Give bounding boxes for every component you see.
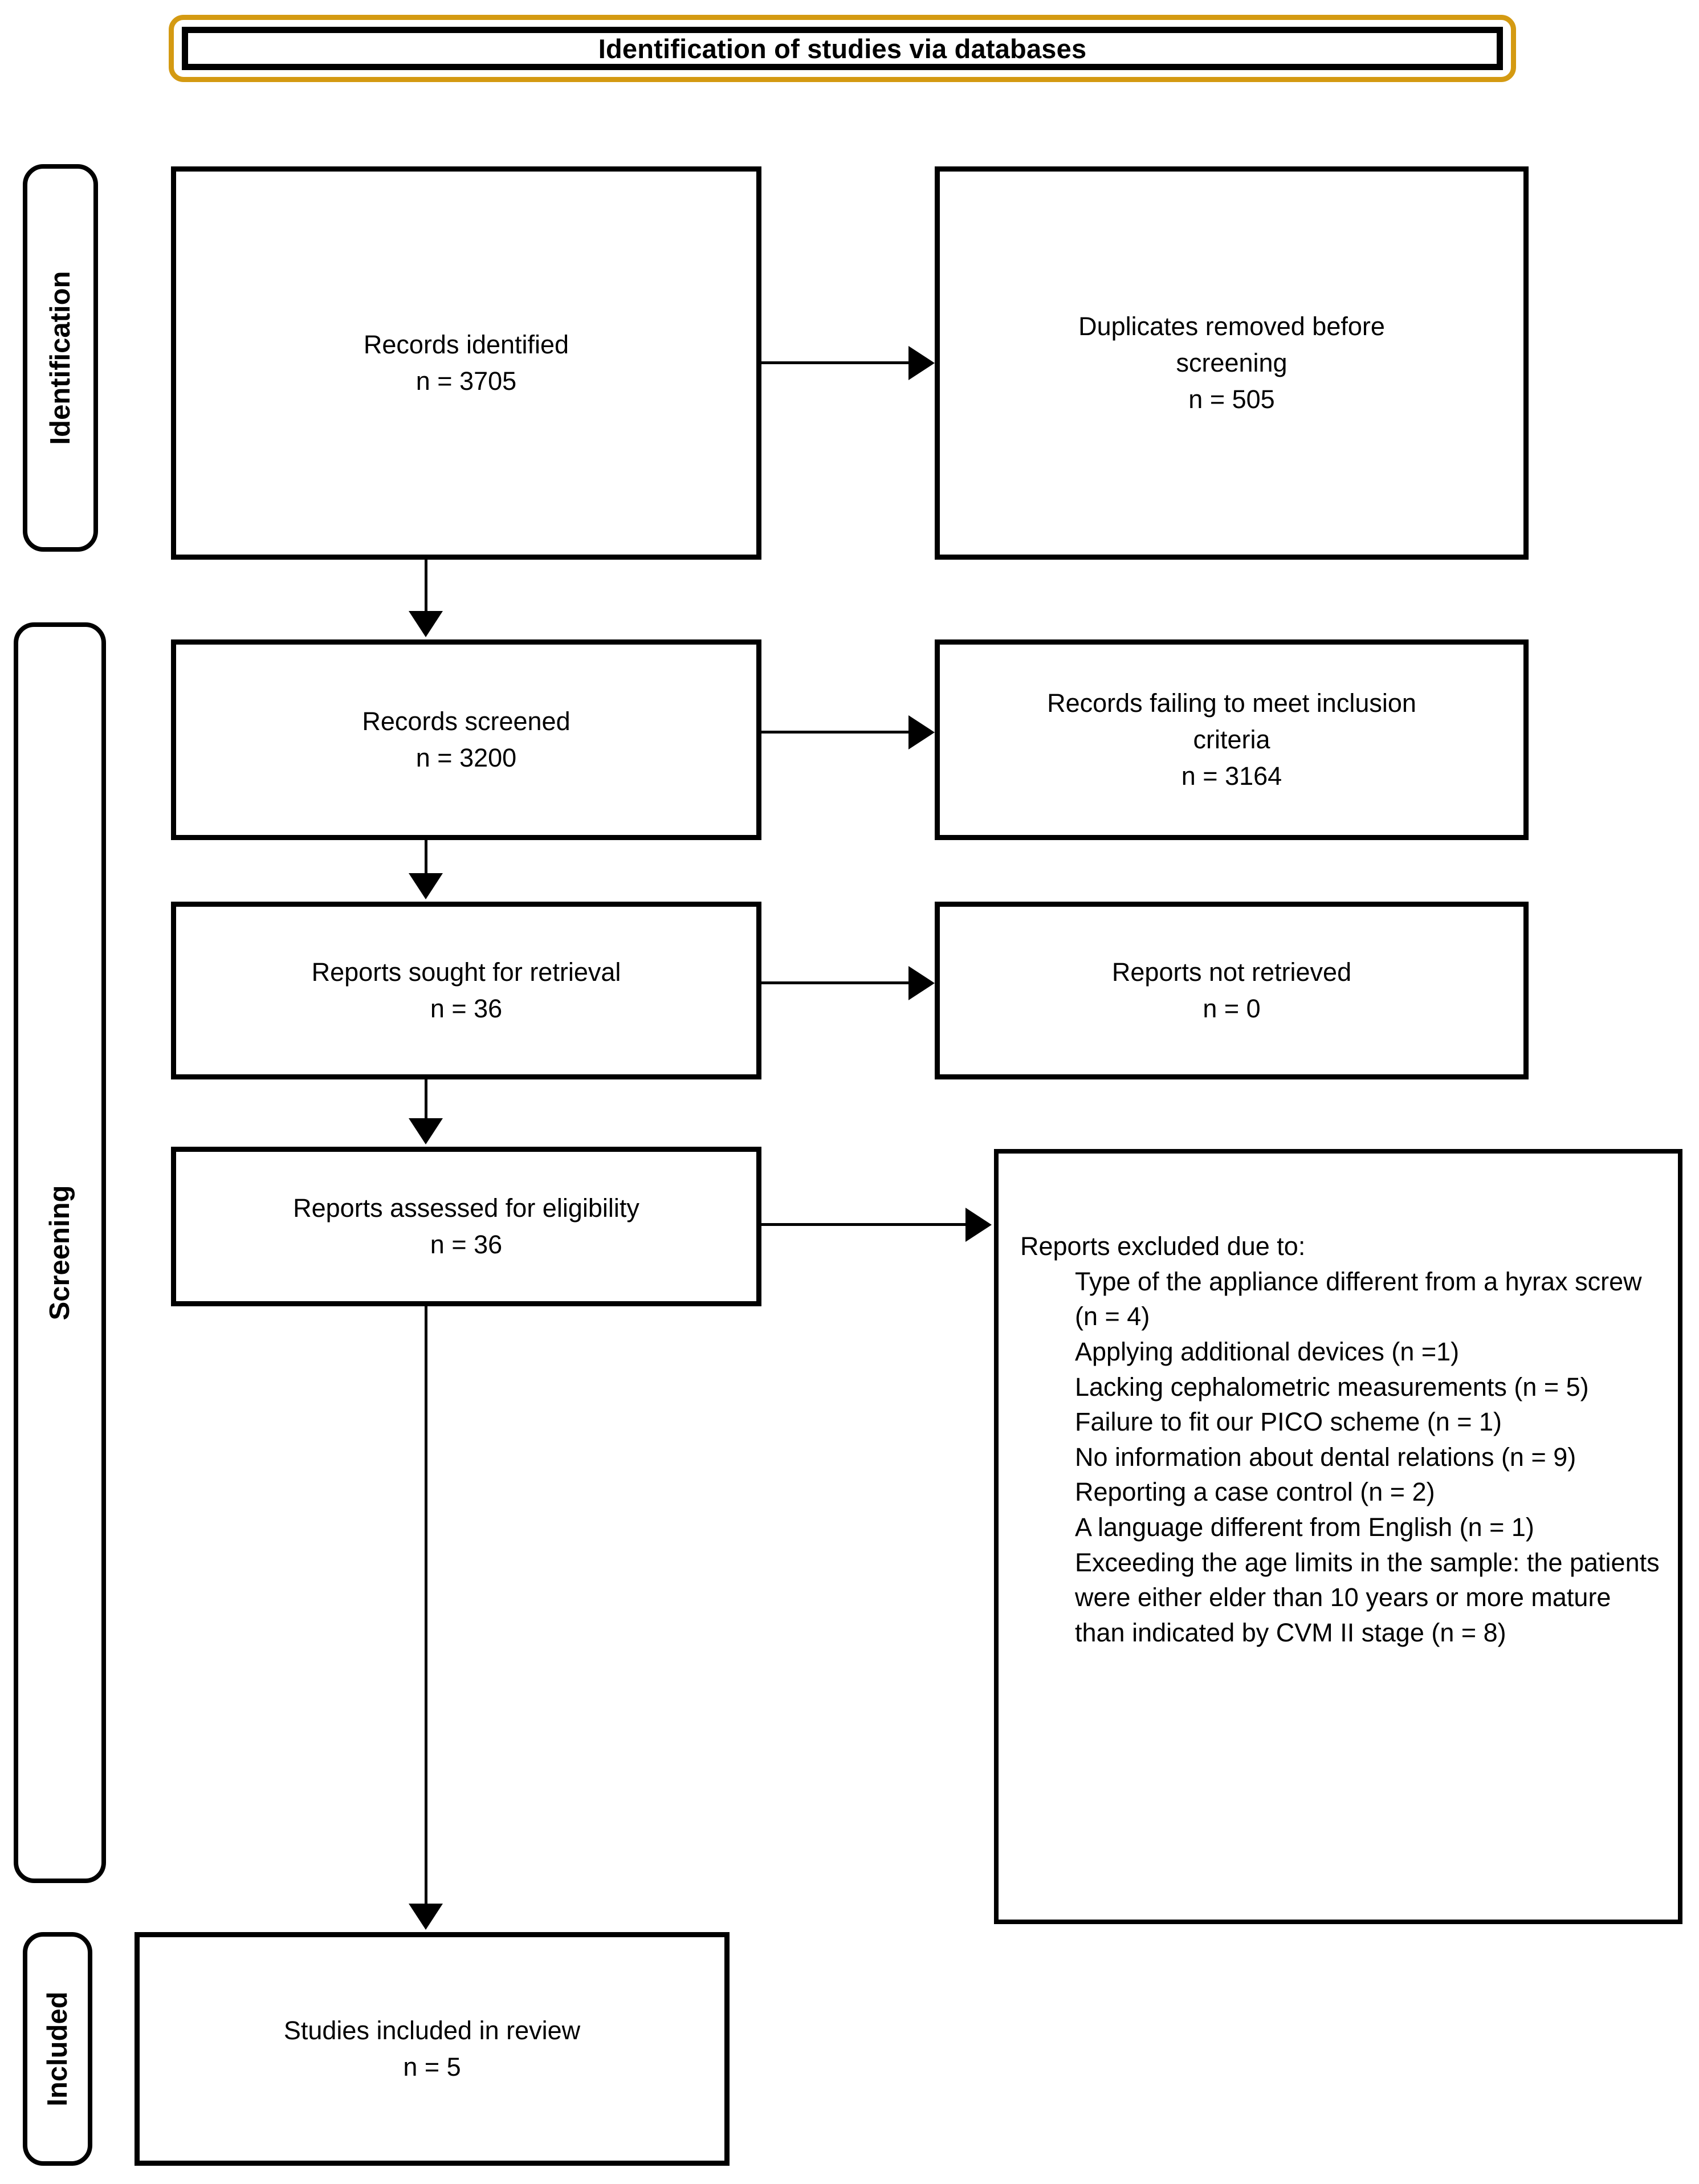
excluded-reason-list: Type of the appliance different from a h… [1020,1264,1667,1651]
box-duplicates-removed: Duplicates removed before screening n = … [935,166,1529,560]
box-records-screened: Records screened n = 3200 [171,639,761,840]
box-reports-not-retrieved-text: Reports not retrieved n = 0 [1111,957,1352,1023]
box-reports-excluded: Reports excluded due to: Type of the app… [994,1149,1682,1924]
stage-label-screening: Screening [44,1185,75,1321]
arrow-right-icon [908,966,935,1000]
box-reports-assessed-text: Reports assessed for eligibility n = 36 [293,1193,639,1259]
connector-screened-to-sought [425,840,427,875]
stage-rail-screening: Screening [14,622,106,1883]
connector-sought-to-not-retrieved [761,981,911,984]
diagram-header-banner: Identification of studies via databases [169,15,1516,82]
list-item: A language different from English (n = 1… [1075,1513,1534,1542]
excluded-heading: Reports excluded due to: [1020,1232,1306,1261]
box-studies-included-in-review: Studies included in review n = 5 [135,1932,730,2166]
list-item: Exceeding the age limits in the sample: … [1075,1547,1660,1648]
connector-identified-to-screened [425,560,427,614]
diagram-header-inner-frame: Identification of studies via databases [182,27,1503,70]
arrow-right-icon [908,715,935,749]
arrow-right-icon [908,346,935,380]
list-item: Failure to fit our PICO scheme (n = 1) [1075,1407,1502,1437]
stage-label-included: Included [42,1991,73,2106]
arrow-down-icon [409,1118,443,1144]
box-records-failing-inclusion: Records failing to meet inclusion criter… [935,639,1529,840]
box-records-screened-text: Records screened n = 3200 [362,707,571,772]
list-item: Type of the appliance different from a h… [1075,1266,1642,1331]
arrow-down-icon [409,1904,443,1930]
arrow-down-icon [409,873,443,899]
box-reports-not-retrieved: Reports not retrieved n = 0 [935,902,1529,1079]
list-item: Reporting a case control (n = 2) [1075,1477,1435,1507]
list-item: Applying additional devices (n =1) [1075,1337,1460,1366]
list-item: Lacking cephalometric measurements (n = … [1075,1372,1589,1401]
box-reports-sought-text: Reports sought for retrieval n = 36 [311,957,621,1023]
arrow-down-icon [409,611,443,637]
box-duplicates-removed-text: Duplicates removed before screening n = … [1078,312,1385,414]
connector-identified-to-duplicates [761,361,911,364]
stage-label-identification: Identification [45,271,76,445]
box-studies-included-text: Studies included in review n = 5 [283,2016,581,2081]
box-reports-sought-for-retrieval: Reports sought for retrieval n = 36 [171,902,761,1079]
connector-screened-to-failing [761,731,911,734]
box-records-failing-inclusion-text: Records failing to meet inclusion criter… [1047,688,1416,791]
connector-assessed-to-excluded [761,1223,968,1226]
box-reports-assessed-for-eligibility: Reports assessed for eligibility n = 36 [171,1147,761,1306]
box-records-identified: Records identified n = 3705 [171,166,761,560]
excluded-content: Reports excluded due to: Type of the app… [999,1154,1678,1651]
page-title: Identification of studies via databases [598,33,1087,64]
connector-assessed-to-included [425,1306,427,1906]
arrow-right-icon [965,1208,992,1242]
box-records-identified-text: Records identified n = 3705 [363,330,569,396]
connector-sought-to-assessed [425,1079,427,1120]
list-item: No information about dental relations (n… [1075,1442,1576,1472]
stage-rail-included: Included [23,1932,92,2166]
stage-rail-identification: Identification [23,164,98,552]
